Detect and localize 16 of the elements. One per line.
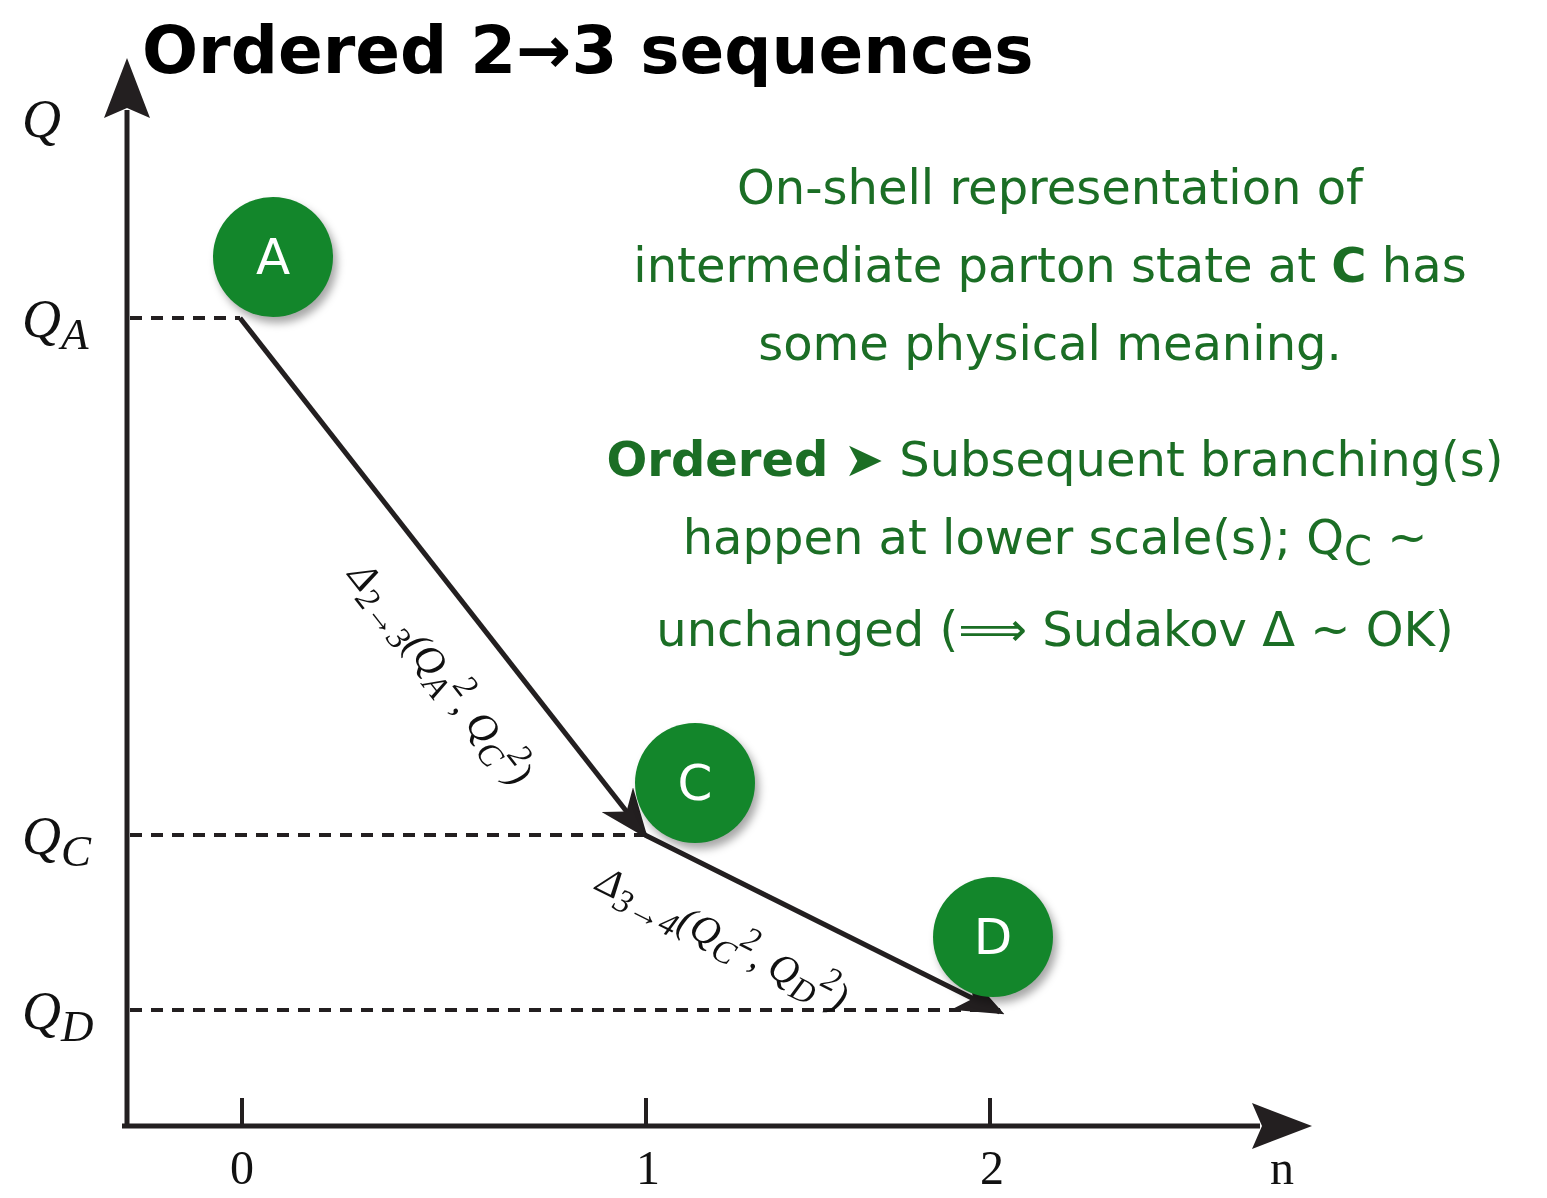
axis-label: Q$_{A}$ [22,288,89,360]
arrow [643,832,1005,1015]
node-circle: D [933,877,1053,997]
axis-label: Q$_{C}$ [22,805,91,877]
node-circle: A [213,197,333,317]
axis-label: Q$_{D}$ [22,980,94,1052]
title: Ordered 2→3 sequences [142,12,1034,89]
note-text: On-shell representation of intermediate parton state at C has some physical meaning. [632,158,1468,373]
note-text: Ordered ➤ Subsequent branching(s) happen at lower scale(s); Q$_{C}$ ~ unchanged (⟹ Sudakov Δ ~ OK) [605,430,1505,659]
tick-label: 0 [230,1140,254,1195]
arrow [238,316,649,839]
tick-label: 1 [636,1140,660,1195]
tick-label: n [1270,1140,1294,1195]
node-circle: C [635,723,755,843]
tick-label: 2 [980,1140,1004,1195]
axis-label: Q [22,88,61,150]
